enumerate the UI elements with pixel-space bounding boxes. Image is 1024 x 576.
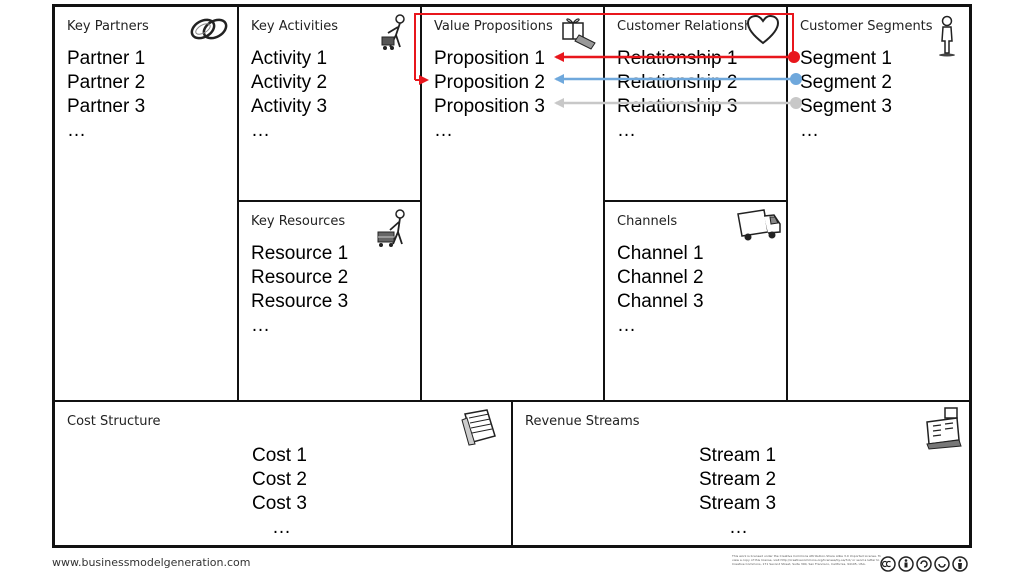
value-propositions-list: Proposition 1 Proposition 2 Proposition … [434, 47, 545, 143]
list-item: Activity 2 [251, 72, 328, 93]
worker-with-pallet-icon [377, 209, 405, 247]
chain-links-icon [190, 18, 228, 40]
worker-with-cart-icon [381, 14, 405, 50]
customer-segments-list: Segment 1 Segment 2 Segment 3 … [800, 47, 892, 143]
cash-register-icon [926, 407, 962, 450]
revenue-streams-list: Stream 1 Stream 2 Stream 3 … [699, 444, 776, 540]
customer-relationships-block: Customer Relationships Relationship 1 Re… [603, 7, 786, 202]
list-item: Stream 2 [699, 469, 777, 490]
channels-block: Channels Channel 1 Channel 2 Channel 3 … [603, 202, 786, 400]
list-item: Resource 1 [251, 243, 349, 264]
list-item: Proposition 1 [434, 48, 545, 69]
list-item: Partner 1 [67, 48, 146, 69]
list-item: … [800, 120, 819, 141]
revenue-streams-title: Revenue Streams [525, 414, 640, 429]
channels-list: Channel 1 Channel 2 Channel 3 … [617, 242, 704, 338]
list-item: Proposition 3 [434, 96, 545, 117]
list-item: Resource 3 [251, 291, 349, 312]
list-item: … [434, 120, 453, 141]
key-partners-title: Key Partners [67, 19, 149, 34]
list-item: Channel 3 [617, 291, 704, 312]
list-item: … [251, 120, 270, 141]
list-item: … [67, 120, 86, 141]
cost-structure-title: Cost Structure [67, 414, 161, 429]
list-item: Stream 3 [699, 493, 777, 514]
creative-commons-icons [880, 556, 968, 572]
list-item: Channel 1 [617, 243, 704, 264]
person-standing-icon [939, 15, 955, 57]
key-activities-list: Activity 1 Activity 2 Activity 3 … [251, 47, 327, 143]
list-item: Segment 2 [800, 72, 892, 93]
key-resources-title: Key Resources [251, 214, 346, 229]
list-item: … [617, 315, 636, 336]
list-item: Partner 3 [67, 96, 146, 117]
list-item: Relationship 3 [617, 96, 738, 117]
channels-title: Channels [617, 214, 678, 229]
list-item: Activity 1 [251, 48, 328, 69]
list-item: … [729, 517, 748, 538]
list-item: Stream 1 [699, 445, 777, 466]
key-resources-list: Resource 1 Resource 2 Resource 3 … [251, 242, 348, 338]
list-item: Activity 3 [251, 96, 328, 117]
customer-segments-block: Customer Segments Segment 1 Segment 2 Se… [786, 7, 969, 400]
key-partners-block: Key Partners Partner 1 Partner 2 Partner… [55, 7, 237, 400]
value-propositions-block: Value Propositions Proposition 1 Proposi… [420, 7, 603, 400]
website-link[interactable]: www.businessmodelgeneration.com [52, 556, 251, 569]
list-item: Relationship 2 [617, 72, 738, 93]
key-partners-list: Partner 1 Partner 2 Partner 3 … [67, 47, 145, 143]
list-item: Cost 2 [252, 469, 307, 490]
list-item: … [251, 315, 270, 336]
list-item: … [617, 120, 636, 141]
cost-structure-list: Cost 1 Cost 2 Cost 3 … [252, 444, 307, 540]
business-model-canvas: Key Partners Partner 1 Partner 2 Partner… [52, 4, 972, 548]
key-activities-block: Key Activities Activity 1 Activity 2 Act… [237, 7, 420, 202]
list-item: Partner 2 [67, 72, 146, 93]
license-text: This work is licensed under the Creative… [732, 554, 882, 566]
list-item: Cost 1 [252, 445, 307, 466]
heart-icon [746, 15, 780, 45]
list-item: … [272, 517, 291, 538]
list-item: Segment 1 [800, 48, 892, 69]
revenue-streams-block: Revenue Streams Stream 1 Stream 2 Stream… [511, 400, 969, 545]
key-resources-block: Key Resources Resource 1 Resource 2 Reso… [237, 202, 420, 400]
customer-relationships-list: Relationship 1 Relationship 2 Relationsh… [617, 47, 737, 143]
value-propositions-title: Value Propositions [434, 19, 553, 34]
list-item: Segment 3 [800, 96, 892, 117]
cost-structure-block: Cost Structure Cost 1 Cost 2 Cost 3 … [55, 400, 511, 545]
list-item: Cost 3 [252, 493, 307, 514]
receipt-papers-icon [461, 409, 496, 446]
list-item: Proposition 2 [434, 72, 545, 93]
gift-and-pricetag-icon [562, 18, 596, 50]
delivery-truck-icon [737, 209, 781, 241]
key-activities-title: Key Activities [251, 19, 339, 34]
list-item: Relationship 1 [617, 48, 738, 69]
list-item: Channel 2 [617, 267, 704, 288]
list-item: Resource 2 [251, 267, 349, 288]
customer-segments-title: Customer Segments [800, 19, 933, 34]
